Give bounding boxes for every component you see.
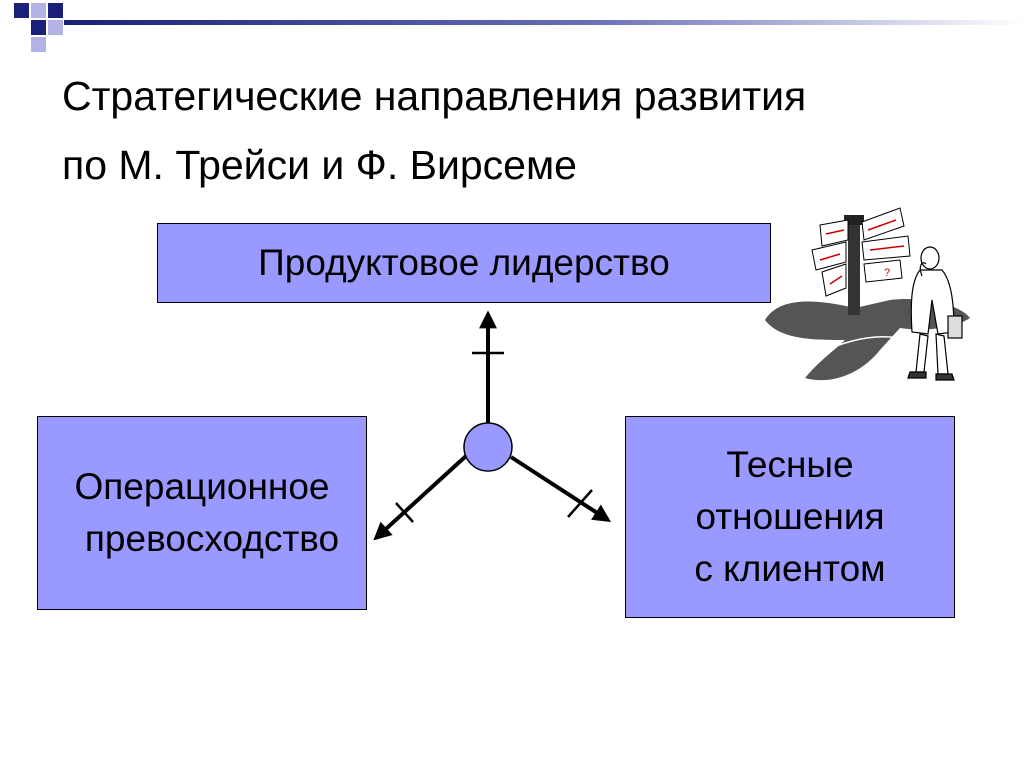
deco-square xyxy=(31,20,46,35)
connector-right xyxy=(509,455,612,522)
tick-mark xyxy=(567,489,593,518)
svg-text:?: ? xyxy=(884,267,890,279)
deco-square xyxy=(31,3,46,18)
product-leadership-label: Продуктовое лидерство xyxy=(258,242,670,283)
deco-square xyxy=(48,3,63,18)
connector-left xyxy=(373,454,468,541)
product-leadership-box: Продуктовое лидерство xyxy=(157,223,771,303)
operational-excellence-box: Операционное превосходство xyxy=(37,416,367,610)
operational-excellence-label-line-2: превосходство xyxy=(84,518,340,559)
header-decoration xyxy=(14,3,1024,52)
customer-intimacy-box: Тесные отношения с клиентом xyxy=(625,416,955,618)
customer-intimacy-label-line-3: с клиентом xyxy=(694,548,886,589)
connector-top xyxy=(472,310,504,424)
customer-intimacy-label-line-1: Тесные xyxy=(726,444,854,485)
slide-title-line-2: по М. Трейси и Ф. Вирсеме xyxy=(62,142,577,188)
operational-excellence-label-line-1: Операционное xyxy=(74,466,330,507)
customer-intimacy-label-line-2: отношения xyxy=(695,496,885,537)
deco-square xyxy=(31,37,46,52)
deco-square xyxy=(48,20,63,35)
deco-square xyxy=(14,3,29,18)
center-node xyxy=(463,422,513,472)
tick-mark xyxy=(395,502,414,523)
businessman-at-signpost-icon: ? xyxy=(765,207,970,381)
slide-title-line-1: Стратегические направления развития xyxy=(62,73,807,119)
deco-line xyxy=(64,20,1024,25)
